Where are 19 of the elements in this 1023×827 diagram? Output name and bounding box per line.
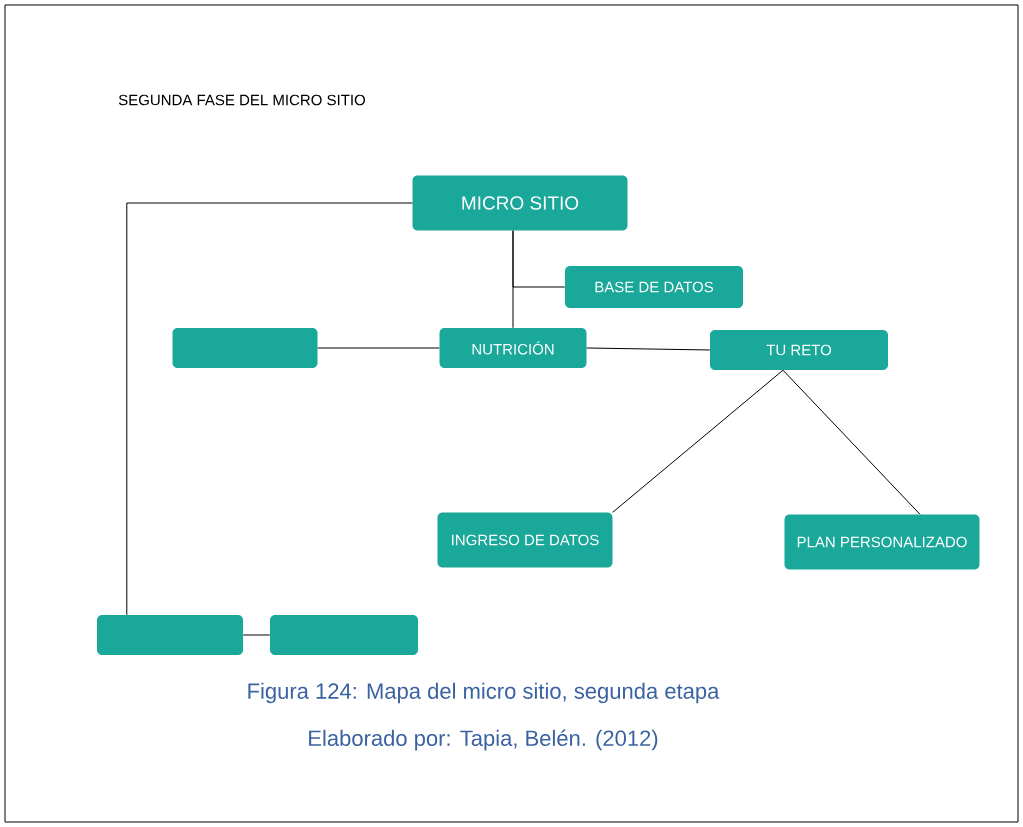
process-box: TU RETO (710, 330, 888, 370)
connector-line (512, 230, 514, 329)
empty-box (97, 615, 243, 655)
connector-line (242, 634, 271, 636)
caption: Figura 124: Mapa del micro sitio, segunda etapa (248, 682, 720, 704)
process-box: PLAN PERSONALIZADO (784, 514, 980, 570)
credit-line: Elaborado por: Tapia, Belén. (2012) (309, 729, 658, 751)
connector-line (126, 202, 413, 616)
empty-box (270, 615, 418, 655)
connector-line (782, 369, 921, 515)
process-box: BASE DE DATOS (565, 266, 743, 308)
connector-line (612, 369, 784, 513)
process-box: MICRO SITIO (412, 175, 628, 231)
process-box: NUTRICIÓN (439, 328, 587, 368)
process-box: INGRESO DE DATOS (437, 512, 613, 568)
diagram-title: SEGUNDA FASE DEL MICRO SITIO (118, 94, 366, 106)
connector-line (317, 347, 440, 349)
connector-line (586, 347, 711, 351)
empty-box (172, 328, 318, 368)
